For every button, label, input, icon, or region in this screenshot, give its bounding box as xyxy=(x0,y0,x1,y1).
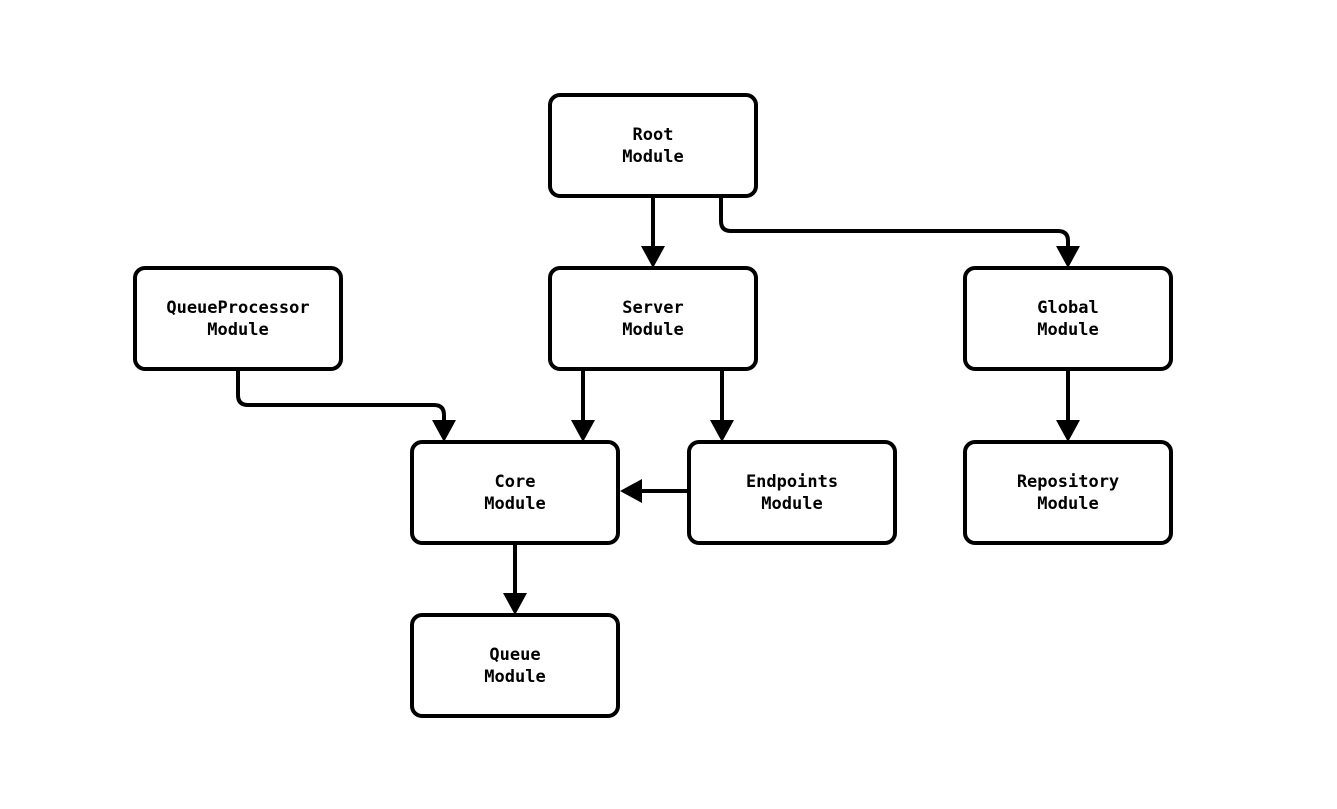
node-core-module[interactable]: Core Module xyxy=(410,440,620,545)
node-server-module-label: Server Module xyxy=(622,297,684,340)
node-endpoints-module-label: Endpoints Module xyxy=(745,471,839,514)
node-repository-module-label: Repository Module xyxy=(1016,471,1120,514)
node-repository-module[interactable]: Repository Module xyxy=(963,440,1173,545)
edge-root-to-server xyxy=(641,198,665,268)
node-queue-module-label: Queue Module xyxy=(484,644,546,687)
edge-queueprocessor-to-core xyxy=(236,371,456,442)
edge-server-to-endpoints xyxy=(710,371,734,442)
node-global-module-label: Global Module xyxy=(1037,297,1099,340)
node-core-module-label: Core Module xyxy=(484,471,546,514)
node-root-module-label: Root Module xyxy=(622,124,684,167)
node-root-module[interactable]: Root Module xyxy=(548,93,758,198)
node-queue-module[interactable]: Queue Module xyxy=(410,613,620,718)
edge-server-to-core xyxy=(571,371,595,442)
node-endpoints-module[interactable]: Endpoints Module xyxy=(687,440,897,545)
edge-root-to-global xyxy=(719,198,1080,268)
edge-endpoints-to-core xyxy=(620,479,687,503)
node-server-module[interactable]: Server Module xyxy=(548,266,758,371)
edge-global-to-repository xyxy=(1056,371,1080,442)
node-queueprocessor-module-label: QueueProcessor Module xyxy=(166,297,310,340)
edge-core-to-queue xyxy=(503,545,527,615)
node-global-module[interactable]: Global Module xyxy=(963,266,1173,371)
node-queueprocessor-module[interactable]: QueueProcessor Module xyxy=(133,266,343,371)
